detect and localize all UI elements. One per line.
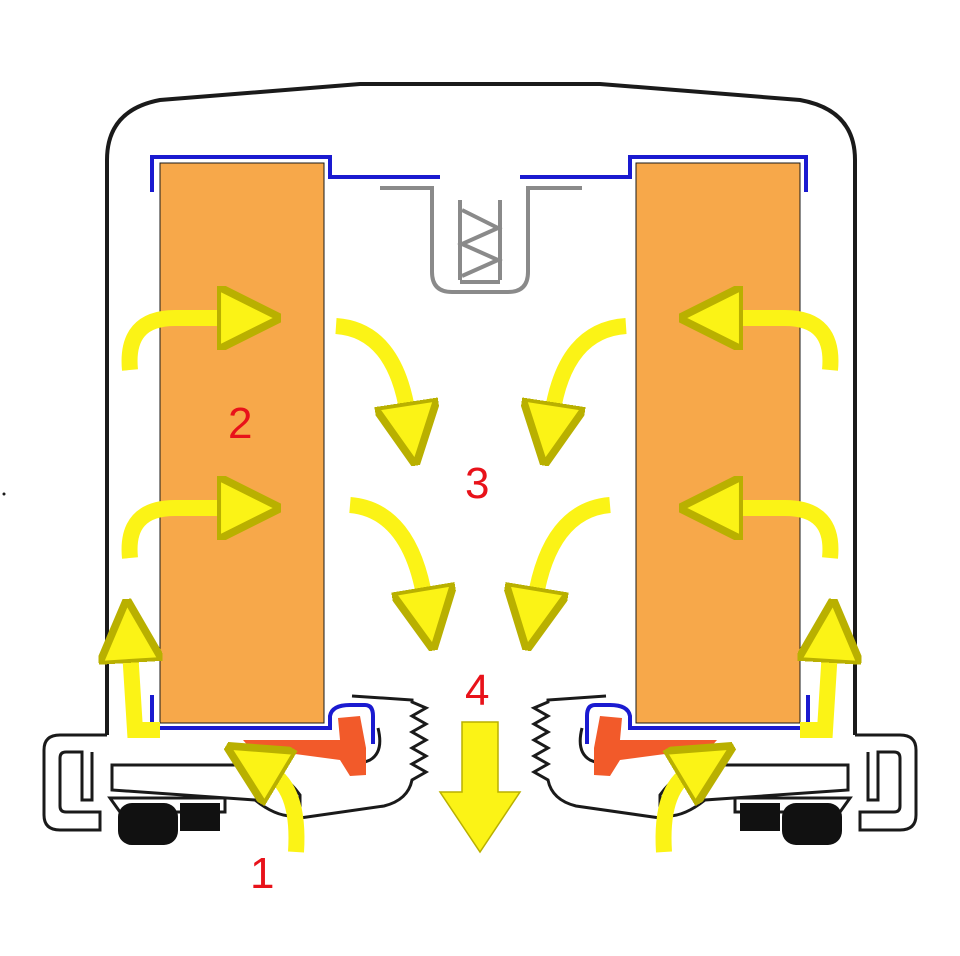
label-3: 3 [465,459,489,508]
right-seal-clip [855,733,918,832]
arrow-right-upper-into-filter [730,318,839,371]
arrow-left-upper-into-filter [121,318,230,371]
top-blue-frame [150,155,808,192]
arrow-right-bottom-up [800,650,830,738]
right-outlet-nozzle [530,694,661,820]
arrow-left-bottom-up [130,650,160,738]
left-bottom-blue-frame [150,695,375,744]
stray-mark [2,492,6,496]
label-4: 4 [465,666,489,715]
arrow-center-left-upper [335,318,408,415]
arrow-center-right-upper [552,318,627,415]
arrow-center-left-lower [348,497,425,600]
left-seal-clip [42,733,107,832]
right-filter-element [635,162,801,724]
left-filter-element [159,162,325,724]
right-foot [733,796,853,845]
label-2: 2 [228,399,252,448]
arrow-left-inlet [270,772,305,853]
spring-assembly [380,186,582,294]
left-red-valve [243,716,366,776]
label-1: 1 [250,849,274,898]
right-bottom-blue-frame [585,695,810,744]
arrow-left-lower-into-filter [121,508,230,559]
left-foot [107,796,227,845]
arrow-right-inlet [655,772,690,853]
left-outlet-nozzle [299,694,430,820]
housing-outline [105,82,857,735]
arrow-outlet-down [438,721,522,854]
right-red-valve [594,716,717,776]
arrow-center-right-lower [535,497,612,600]
arrow-right-lower-into-filter [730,508,839,559]
